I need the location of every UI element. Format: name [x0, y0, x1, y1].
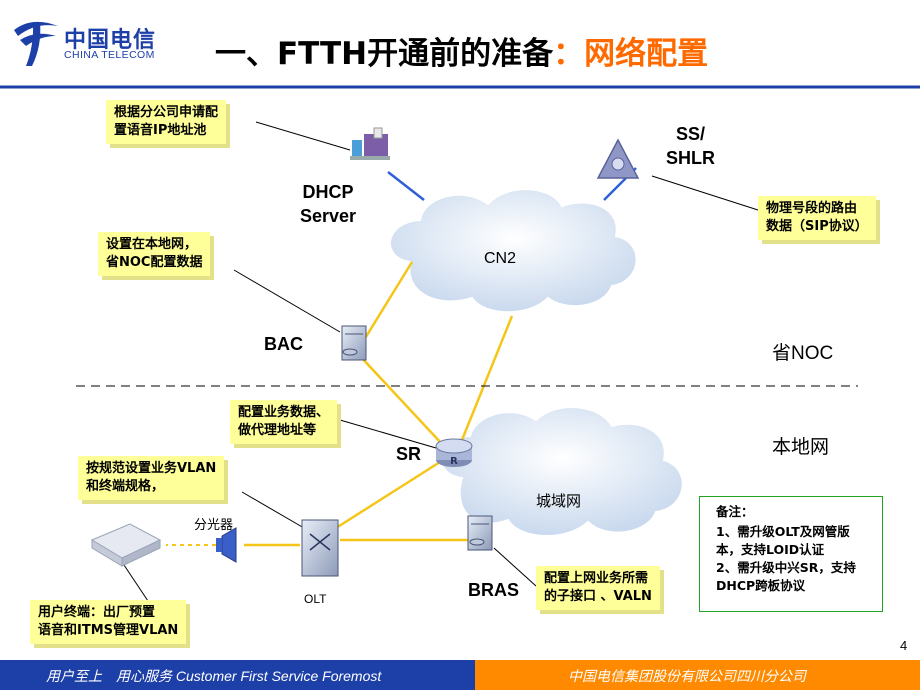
- label-dhcp-server: DHCP Server: [300, 182, 357, 226]
- remark-line-4: DHCP跨板协议: [716, 578, 806, 593]
- label-bras: BRAS: [468, 580, 520, 600]
- note-user-terminal: 用户终端：出厂预置 语音和ITMS管理VLAN: [30, 600, 187, 644]
- page-number: 4: [900, 638, 908, 653]
- label-sr: SR: [396, 444, 422, 464]
- user-terminal-icon: [90, 523, 162, 567]
- footer-left-band: [0, 660, 475, 690]
- link-sr-olt: [335, 460, 441, 530]
- note-dhcp-pool: 根据分公司申请配 置语音IP地址池: [106, 100, 227, 144]
- label-zone-local: 本地网: [772, 437, 830, 458]
- network-links: [244, 261, 514, 547]
- remark-box: 备注： 1、需升级OLT及网管版 本，支持LOID认证 2、需升级中兴SR，支持…: [699, 496, 883, 612]
- splitter-icon: [216, 527, 237, 563]
- dhcp-server-icon: [350, 127, 390, 160]
- china-telecom-logo-icon: [14, 21, 58, 66]
- note-vlan-setup: 按规范设置业务VLAN 和终端规格，: [78, 456, 225, 500]
- title-accent: 网络配置: [584, 36, 709, 72]
- link-dhcp-cn2: [387, 171, 425, 201]
- olt-switch-icon: [301, 519, 339, 577]
- metro-cloud: [439, 406, 684, 537]
- label-cn2: CN2: [484, 250, 517, 267]
- label-zone-province: 省NOC: [772, 343, 834, 364]
- remark-line-2: 本，支持LOID认证: [716, 542, 825, 557]
- router-icon: R: [435, 438, 473, 467]
- note-sip-routing: 物理号段的路由 数据（SIP协议）: [758, 196, 876, 240]
- link-sr-cn2: [460, 315, 514, 441]
- remark-title: 备注：: [716, 504, 754, 519]
- bac-server-icon: [341, 325, 367, 361]
- title-main: 一、FTTH开通前的准备: [215, 36, 554, 72]
- label-metro-network: 城域网: [536, 493, 582, 510]
- softswitch-icon: [596, 138, 640, 179]
- svg-text:R: R: [450, 456, 458, 467]
- label-ss-shlr: SS/ SHLR: [666, 124, 715, 168]
- remark-line-1: 1、需升级OLT及网管版: [716, 524, 850, 539]
- footer-slogan: 用户至上 用心服务 Customer First Service Foremos…: [46, 668, 382, 684]
- cn2-cloud: [388, 188, 638, 314]
- note-noc-config: 设置在本地网， 省NOC配置数据: [98, 232, 211, 276]
- note-proxy-config: 配置业务数据、 做代理地址等: [230, 400, 338, 444]
- label-bac: BAC: [264, 334, 303, 354]
- logo-text-cn: 中国电信: [64, 28, 157, 53]
- label-olt: OLT: [304, 592, 327, 606]
- label-splitter: 分光器: [194, 517, 234, 532]
- title-separator: ：: [553, 36, 585, 72]
- footer-company: 中国电信集团股份有限公司四川分公司: [568, 668, 806, 684]
- remark-line-3: 2、需升级中兴SR，支持: [716, 560, 856, 575]
- logo-text-en: CHINA TELECOM: [64, 49, 155, 61]
- bras-server-icon: [467, 515, 493, 551]
- link-bac-cn2: [362, 261, 414, 341]
- footer-right-band: [475, 660, 920, 690]
- slide-title: 一、FTTH开通前的准备：网络配置: [215, 28, 708, 73]
- link-bac-sr: [359, 355, 443, 445]
- note-bras-config: 配置上网业务所需 的子接口 、VALN: [536, 566, 660, 610]
